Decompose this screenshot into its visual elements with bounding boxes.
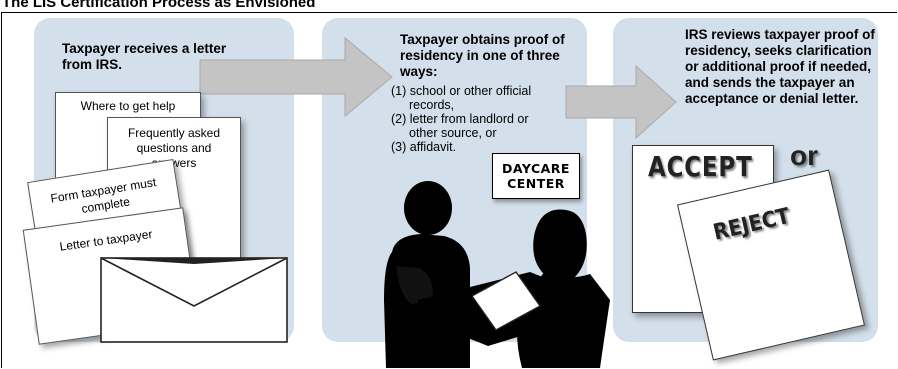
proof-methods-list: (1) school or other official records, (2… <box>391 84 576 154</box>
step-2-heading: Taxpayer obtains proof of residency in o… <box>400 32 565 79</box>
arrow-right-icon <box>565 64 677 140</box>
daycare-sign: DAYCARE CENTER <box>492 153 580 199</box>
proof-method-item: (3) affidavit. <box>391 140 457 154</box>
diagram-title: The LIS Certification Process as Envisio… <box>2 0 316 11</box>
proof-method-item: records, <box>409 98 455 112</box>
step-1-heading: Taxpayer receives a letter from IRS. <box>62 41 227 72</box>
proof-method-item: other source, or <box>409 126 497 140</box>
arrow-right-icon <box>199 36 393 118</box>
document-on-desk-icon <box>470 271 542 331</box>
proof-method-item: (2) letter from landlord or <box>391 112 529 126</box>
doc-help-label: Where to get help <box>80 99 176 113</box>
envelope-icon <box>100 257 288 343</box>
diagram-frame <box>1 12 897 368</box>
reject-stamp: REJECT <box>710 203 793 246</box>
step-3-heading: IRS reviews taxpayer proof of residency,… <box>685 27 875 106</box>
people-at-desk-icon <box>384 181 610 368</box>
or-label: or <box>790 140 818 171</box>
proof-method-item: (1) school or other official <box>391 84 532 98</box>
accept-stamp: ACCEPT <box>648 150 753 183</box>
